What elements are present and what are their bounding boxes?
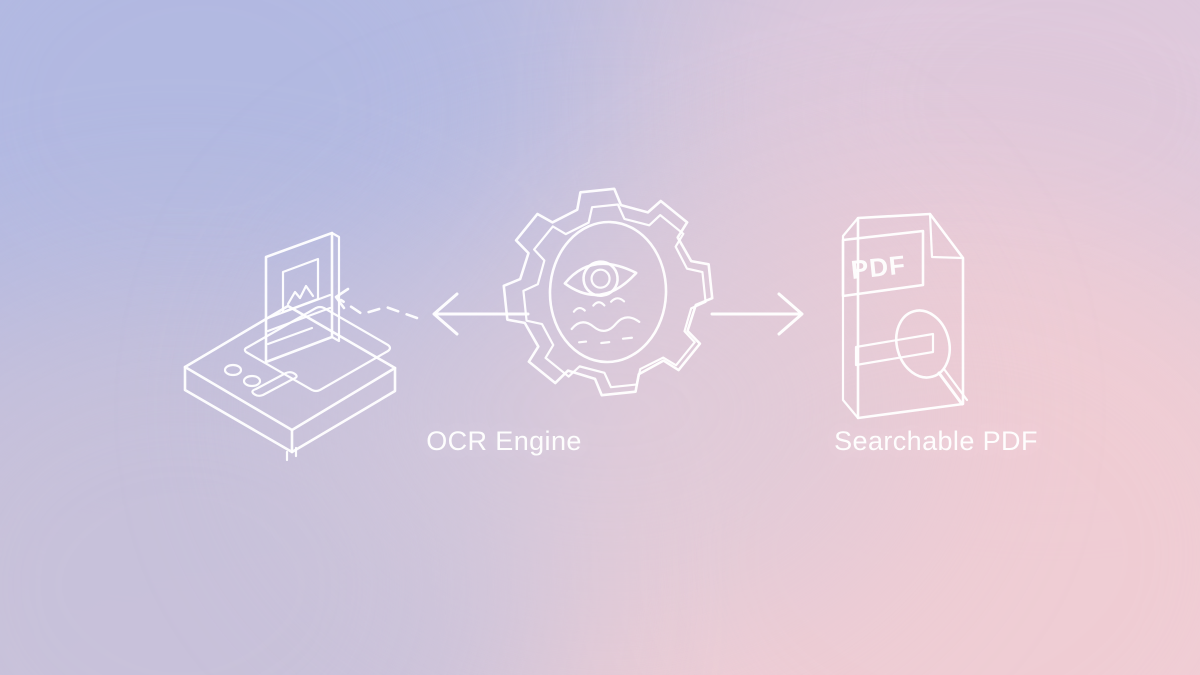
left-arrow-head	[432, 292, 459, 336]
scanner-slider-control[interactable]	[251, 371, 298, 397]
ocr-text-squiggle-2	[592, 301, 606, 307]
arrow-right-icon	[710, 292, 804, 336]
pdf-badge-label: PDF	[849, 249, 907, 285]
document-text-line-3	[266, 326, 314, 346]
ocr-text-tick-3	[621, 336, 634, 340]
ocr-text-squiggle-1	[572, 306, 586, 313]
document-text-line-2	[266, 306, 332, 333]
eye-outline	[563, 262, 638, 297]
gear-with-eye-icon	[502, 187, 714, 397]
dashed-arrow-shaft	[339, 298, 419, 320]
ocr-engine-caption: OCR Engine	[426, 426, 582, 456]
pdf-page-left-edge	[841, 216, 860, 420]
gear-outer-body	[502, 187, 714, 397]
arrow-left-icon	[432, 292, 530, 336]
pdf-document-with-magnifier-icon: PDF	[841, 212, 969, 420]
eye-pupil	[590, 268, 611, 289]
dashed-arrow-head	[334, 287, 350, 310]
pdf-badge-box	[841, 229, 925, 298]
scanner-button-two[interactable]	[242, 374, 262, 388]
ocr-text-tick-1	[577, 340, 588, 344]
document-photo-glyph	[286, 284, 315, 306]
scanner-base-top-face	[183, 304, 397, 432]
scanner-button-one[interactable]	[223, 363, 243, 377]
searchable-pdf-caption: Searchable PDF	[834, 426, 1038, 456]
scanner-base-right-side	[290, 366, 397, 454]
pdf-folded-corner	[928, 212, 965, 260]
magnifier-lens	[895, 309, 951, 379]
magnifier-handle	[937, 371, 964, 406]
pdf-page-outline	[856, 212, 965, 420]
scanner-base-foot	[285, 446, 298, 462]
magnifier-handle-edge	[942, 367, 969, 402]
eye-iris	[582, 260, 619, 298]
document-text-line-1	[266, 293, 332, 320]
document-sheet-edge	[330, 231, 341, 343]
pdf-text-line-bar	[854, 332, 935, 367]
ocr-text-squiggle-3	[609, 297, 626, 303]
ocr-text-wave-line	[570, 316, 641, 332]
gear-inner-ring	[548, 220, 668, 364]
gear-outer-body-shadow	[522, 203, 707, 389]
ocr-text-tick-2	[600, 341, 611, 345]
scanner-glass-bed	[243, 305, 392, 393]
scanner-with-document-icon	[183, 231, 397, 462]
scanner-base-left-side	[183, 365, 294, 454]
right-arrow-head	[777, 292, 804, 336]
dashed-arrow-left-icon	[334, 287, 419, 320]
